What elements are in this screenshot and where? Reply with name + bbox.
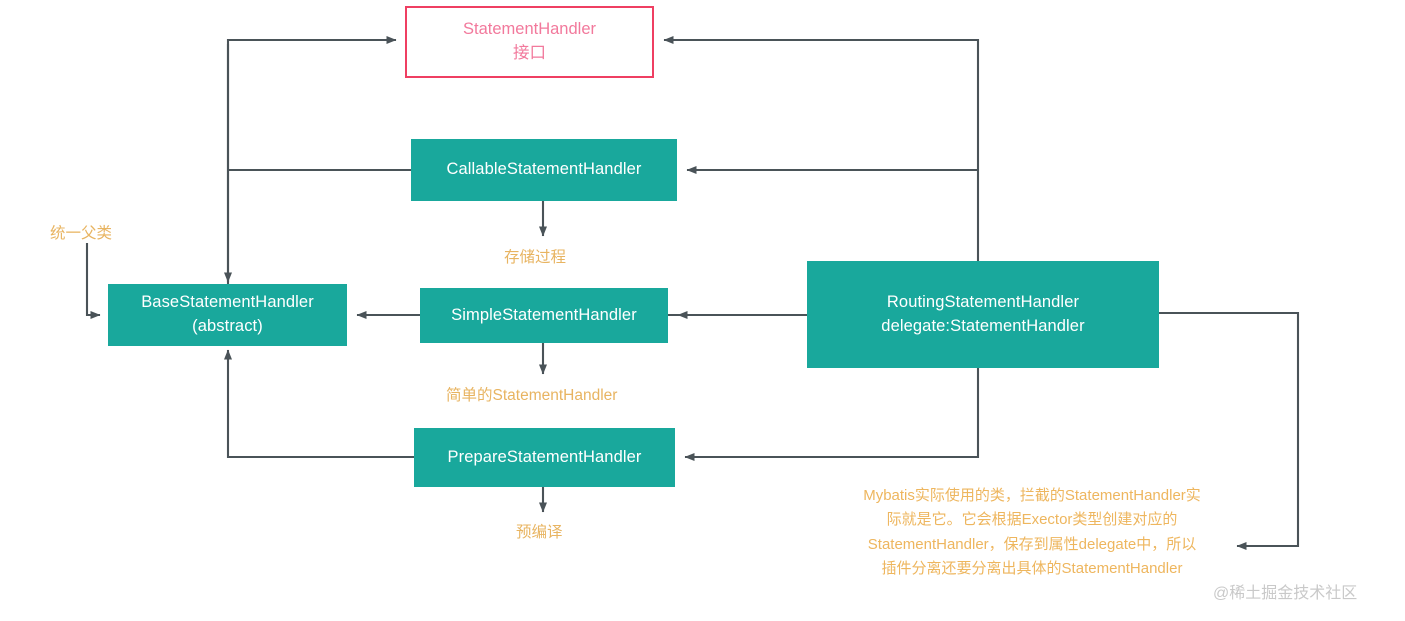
edge-routing-to-prepare <box>684 368 980 461</box>
label-precompile: 预编译 <box>516 524 563 541</box>
node-subtitle: 接口 <box>513 44 546 62</box>
label-simple-statement-handler: 简单的StatementHandler <box>446 387 618 404</box>
label-routing-statement-handler-note: Mybatis实际使用的类，拦截的StatementHandler实际就是它。它… <box>863 487 1201 577</box>
node-simple-statement-handler[interactable]: SimpleStatementHandler <box>420 288 668 343</box>
watermark: @稀土掘金技术社区 <box>1213 585 1358 602</box>
node-title: SimpleStatementHandler <box>451 305 637 324</box>
node-title: CallableStatementHandler <box>446 160 642 179</box>
node-title: StatementHandler <box>463 20 596 39</box>
node-routing-statement-handler[interactable]: RoutingStatementHandler delegate:Stateme… <box>807 261 1159 368</box>
node-subtitle: (abstract) <box>192 317 263 335</box>
node-statement-handler-interface[interactable]: StatementHandler 接口 <box>405 6 654 78</box>
edge-prepare-to-base <box>224 349 414 459</box>
node-callable-statement-handler[interactable]: CallableStatementHandler <box>411 139 677 201</box>
edge-parent-label-to-base <box>85 243 101 319</box>
label-unified-parent-class: 统一父类 <box>50 225 113 242</box>
edge-routing-to-interface <box>663 36 980 261</box>
node-title: RoutingStatementHandler <box>886 292 1080 311</box>
edge-base-to-interface <box>226 36 397 284</box>
node-title: PrepareStatementHandler <box>447 447 642 466</box>
node-base-statement-handler[interactable]: BaseStatementHandler (abstract) <box>108 284 347 346</box>
label-stored-procedure: 存储过程 <box>504 249 567 266</box>
node-prepare-statement-handler[interactable]: PrepareStatementHandler <box>414 428 675 487</box>
node-title: BaseStatementHandler <box>141 293 314 312</box>
node-subtitle: delegate:StatementHandler <box>881 316 1085 335</box>
